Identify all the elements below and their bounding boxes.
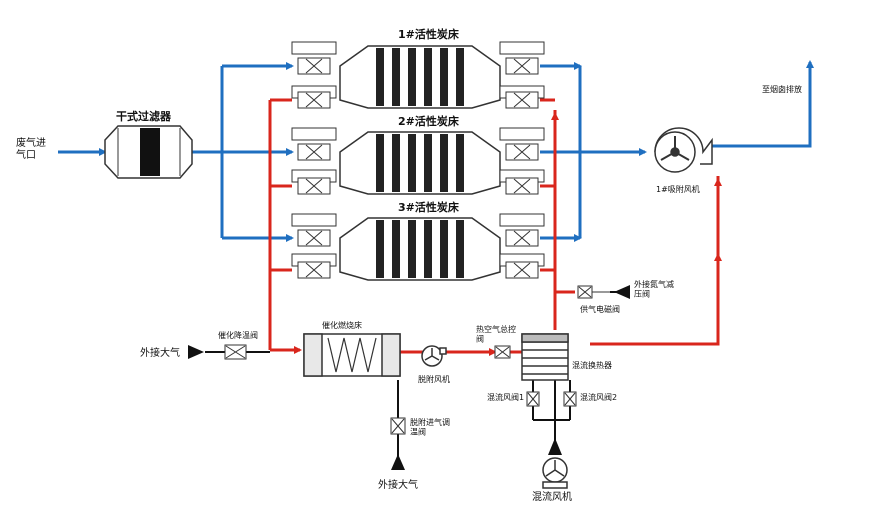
- gas-solenoid-label: 供气电磁阀: [580, 304, 620, 314]
- fan1-label: 1#吸附风机: [656, 184, 700, 194]
- catalytic-burner-label: 催化燃烧床: [322, 320, 362, 330]
- gas-solenoid-valve[interactable]: [577, 285, 610, 299]
- mix-valve-2[interactable]: [563, 391, 577, 407]
- ambient-arrow-bottom: [391, 454, 405, 470]
- bed-valves[interactable]: [291, 41, 545, 279]
- catalytic-cool-valve-label: 催化降温阀: [218, 330, 258, 340]
- ambient-left-label: 外接大气: [140, 346, 180, 359]
- heat-exchanger-label: 混流换热器: [572, 360, 612, 370]
- bed1-label: 1#活性炭床: [398, 27, 460, 41]
- catalytic-burner[interactable]: [303, 333, 401, 377]
- adsorption-fan-1[interactable]: [654, 127, 713, 173]
- ambient-arrow-left: [188, 345, 204, 359]
- hot-air-valve-label: 热空气总控阀: [476, 324, 516, 344]
- n2-arrow: [614, 285, 630, 299]
- chimney-label: 至烟囱排放: [762, 84, 802, 94]
- desorb-inlet-valve[interactable]: [390, 417, 406, 435]
- carbon-bed-2[interactable]: [339, 131, 501, 195]
- mix-fan[interactable]: [542, 457, 568, 489]
- mixfan-arrow-up: [548, 438, 562, 455]
- desorption-fan[interactable]: [421, 345, 447, 367]
- dry-filter[interactable]: [104, 125, 193, 179]
- dry-filter-label: 干式过滤器: [116, 109, 172, 123]
- hot-air-master-valve[interactable]: [494, 345, 511, 359]
- mix-valve1-label: 混流风阀1: [487, 392, 524, 402]
- bed2-label: 2#活性炭床: [398, 114, 460, 128]
- mix-valve-1[interactable]: [526, 391, 540, 407]
- desorb-fan-label: 脱附风机: [418, 374, 450, 384]
- mix-heat-exchanger[interactable]: [521, 333, 569, 381]
- mix-valve2-label: 混流风阀2: [580, 392, 617, 402]
- desorption-pipes: [268, 98, 722, 356]
- desorb-inlet-valve-label: 脱附进气调温阀: [410, 417, 450, 437]
- catalytic-cool-valve[interactable]: [224, 344, 247, 360]
- inlet-label: 废气进气口: [16, 136, 46, 161]
- adsorption-pipes: [58, 60, 814, 242]
- mix-fan-label: 混流风机: [532, 490, 572, 503]
- ambient-bottom-label: 外接大气: [378, 478, 418, 491]
- n2-valve-label: 外接氮气减压阀: [634, 279, 674, 299]
- carbon-bed-1[interactable]: [339, 45, 501, 109]
- bed3-label: 3#活性炭床: [398, 200, 460, 214]
- carbon-bed-3[interactable]: [339, 217, 501, 281]
